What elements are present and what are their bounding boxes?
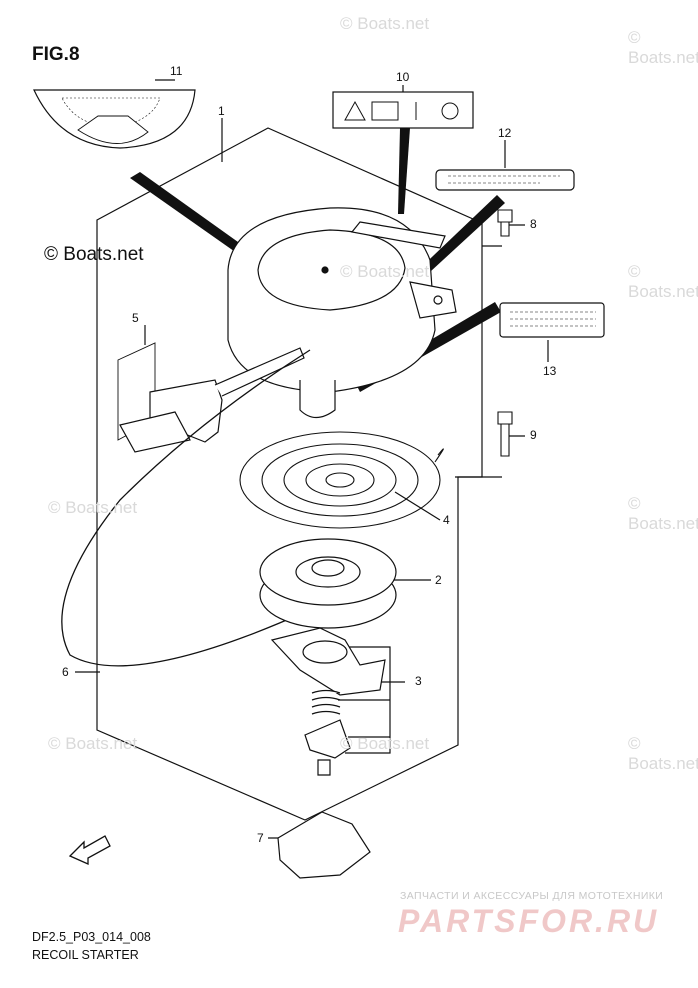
figure-title: FIG.8 (32, 44, 80, 65)
callout-7: 7 (257, 831, 264, 845)
callout-4: 4 (443, 513, 450, 527)
part-11-cover (33, 89, 196, 149)
watermark-boats: © Boats.net (48, 498, 138, 517)
watermark-boats: © Boats.net (340, 14, 430, 33)
part-12-label (435, 169, 575, 191)
brand-tagline: ЗАПЧАСТИ И АКСЕССУАРЫ ДЛЯ МОТОТЕХНИКИ (400, 890, 664, 902)
part-8-bolt (497, 209, 513, 237)
part-2-reel (259, 538, 397, 629)
part-4-spring (239, 431, 444, 529)
callout-8: 8 (530, 217, 537, 231)
callout-12: 12 (498, 126, 512, 140)
watermark-boats: © Boats.net (48, 734, 138, 753)
part-7-guide (277, 811, 371, 879)
callout-10: 10 (396, 70, 410, 84)
drawing-caption: RECOIL STARTER (32, 948, 139, 962)
watermark-boats: © Boats.net (628, 262, 698, 301)
watermark-boats: © Boats.net (340, 734, 430, 753)
part-9-bolt (497, 411, 513, 457)
watermark-boats: © Boats.net (628, 28, 698, 67)
part-6-rope (61, 349, 311, 667)
callout-13: 13 (543, 364, 557, 378)
part-5-handle (119, 347, 305, 453)
callout-9: 9 (530, 428, 537, 442)
part-10-label (332, 91, 474, 129)
callout-2: 2 (435, 573, 442, 587)
brand-logo-text: PARTSFOR.RU (398, 903, 660, 939)
watermark-boats: © Boats.net (628, 734, 698, 773)
callout-6: 6 (62, 665, 69, 679)
callout-5: 5 (132, 311, 139, 325)
part-1-case (227, 207, 457, 419)
watermark-boats-main: © Boats.net (44, 244, 144, 265)
callout-1: 1 (218, 104, 225, 118)
drawing-code: DF2.5_P03_014_008 (32, 930, 151, 944)
part-3-ratchet-set (270, 627, 386, 776)
watermark-boats: © Boats.net (340, 262, 430, 281)
watermark-boats: © Boats.net (628, 494, 698, 533)
callout-3: 3 (415, 674, 422, 688)
part-13-label (499, 302, 605, 338)
fwd-arrow-icon (68, 835, 111, 866)
callout-11: 11 (170, 64, 183, 78)
